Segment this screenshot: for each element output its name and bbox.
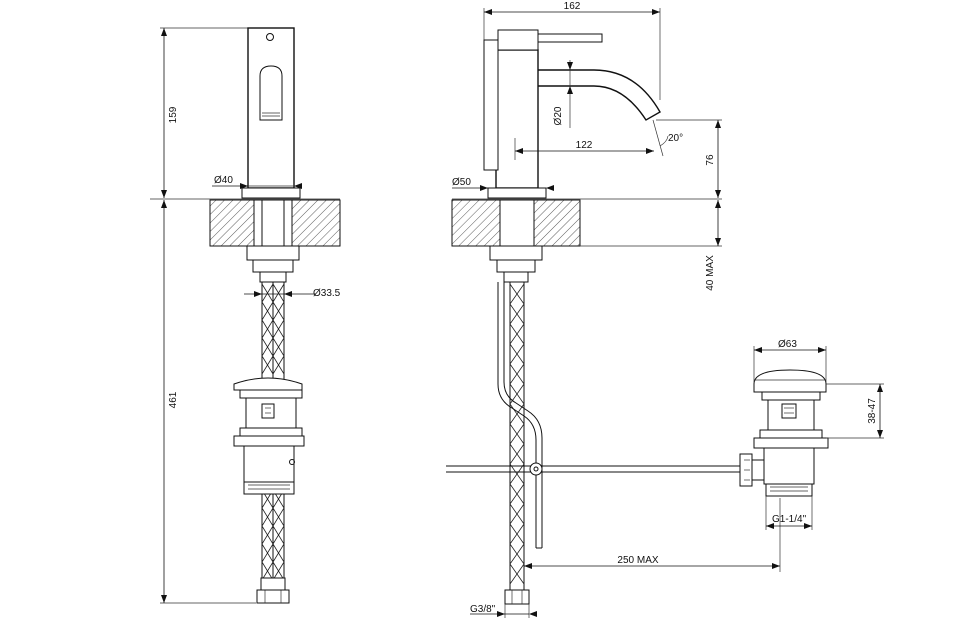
side-mixer-body <box>483 29 661 199</box>
side-drain-cap-diameter-dimension: Ø63 <box>753 339 827 382</box>
side-spout-height-label: 76 <box>705 154 716 166</box>
side-drain-thread-label: G1-1/4" <box>772 514 807 525</box>
front-fixing-nut <box>246 245 300 283</box>
side-pipe-diameter-dimension: Ø20 <box>553 62 573 125</box>
front-popup-waste <box>233 377 305 495</box>
front-height-dimension-159: 159 <box>160 27 248 198</box>
front-hose-diameter-label: Ø33.5 <box>313 288 341 299</box>
side-angle-label: 20° <box>668 133 683 144</box>
front-spout-diameter-dimension: Ø40 <box>212 175 302 189</box>
front-total-height-label: 461 <box>168 391 179 408</box>
side-drain-thread-dimension: G1-1/4" <box>765 496 813 530</box>
side-deck-section <box>451 198 722 247</box>
side-drain-height-label: 38-47 <box>867 398 878 424</box>
front-total-height-dimension-461: 461 <box>160 200 256 604</box>
side-spout-height-dimension-76: 76 <box>656 119 722 198</box>
side-width-dimension-162: 162 <box>483 1 661 100</box>
side-base-diameter-dimension: Ø50 <box>452 177 554 191</box>
side-deck-thickness-dimension: 40 MAX <box>705 200 721 291</box>
side-popup-waste <box>739 369 829 497</box>
side-inlet-thread-dimension: G3/8" <box>470 604 537 618</box>
front-height-label: 159 <box>168 106 179 123</box>
side-deck-thickness-label: 40 MAX <box>705 255 716 291</box>
front-deck-section <box>150 198 341 247</box>
front-spout-diameter-label: Ø40 <box>214 175 233 186</box>
side-reach-label: 122 <box>576 140 593 151</box>
side-reach-dimension-122: 122 <box>514 138 654 160</box>
side-braided-hose <box>497 282 543 605</box>
side-base-diameter-label: Ø50 <box>452 177 471 188</box>
side-pipe-diameter-label: Ø20 <box>553 106 564 125</box>
side-rod-length-label: 250 MAX <box>617 555 658 566</box>
side-popup-rod: 250 MAX <box>446 462 781 572</box>
side-drain-height-dimension: 38-47 <box>826 383 884 439</box>
side-angle-dimension: 20° <box>652 119 683 157</box>
side-width-label: 162 <box>564 1 581 12</box>
side-fixing-nut <box>489 245 543 283</box>
front-hose-diameter-dimension: Ø33.5 <box>244 284 341 299</box>
side-view: 162 Ø20 122 20° <box>446 1 884 618</box>
side-inlet-thread-label: G3/8" <box>470 604 496 615</box>
front-mixer-body <box>240 27 301 199</box>
side-drain-cap-diameter-label: Ø63 <box>778 339 797 350</box>
front-view: 159 461 Ø40 <box>150 27 341 604</box>
